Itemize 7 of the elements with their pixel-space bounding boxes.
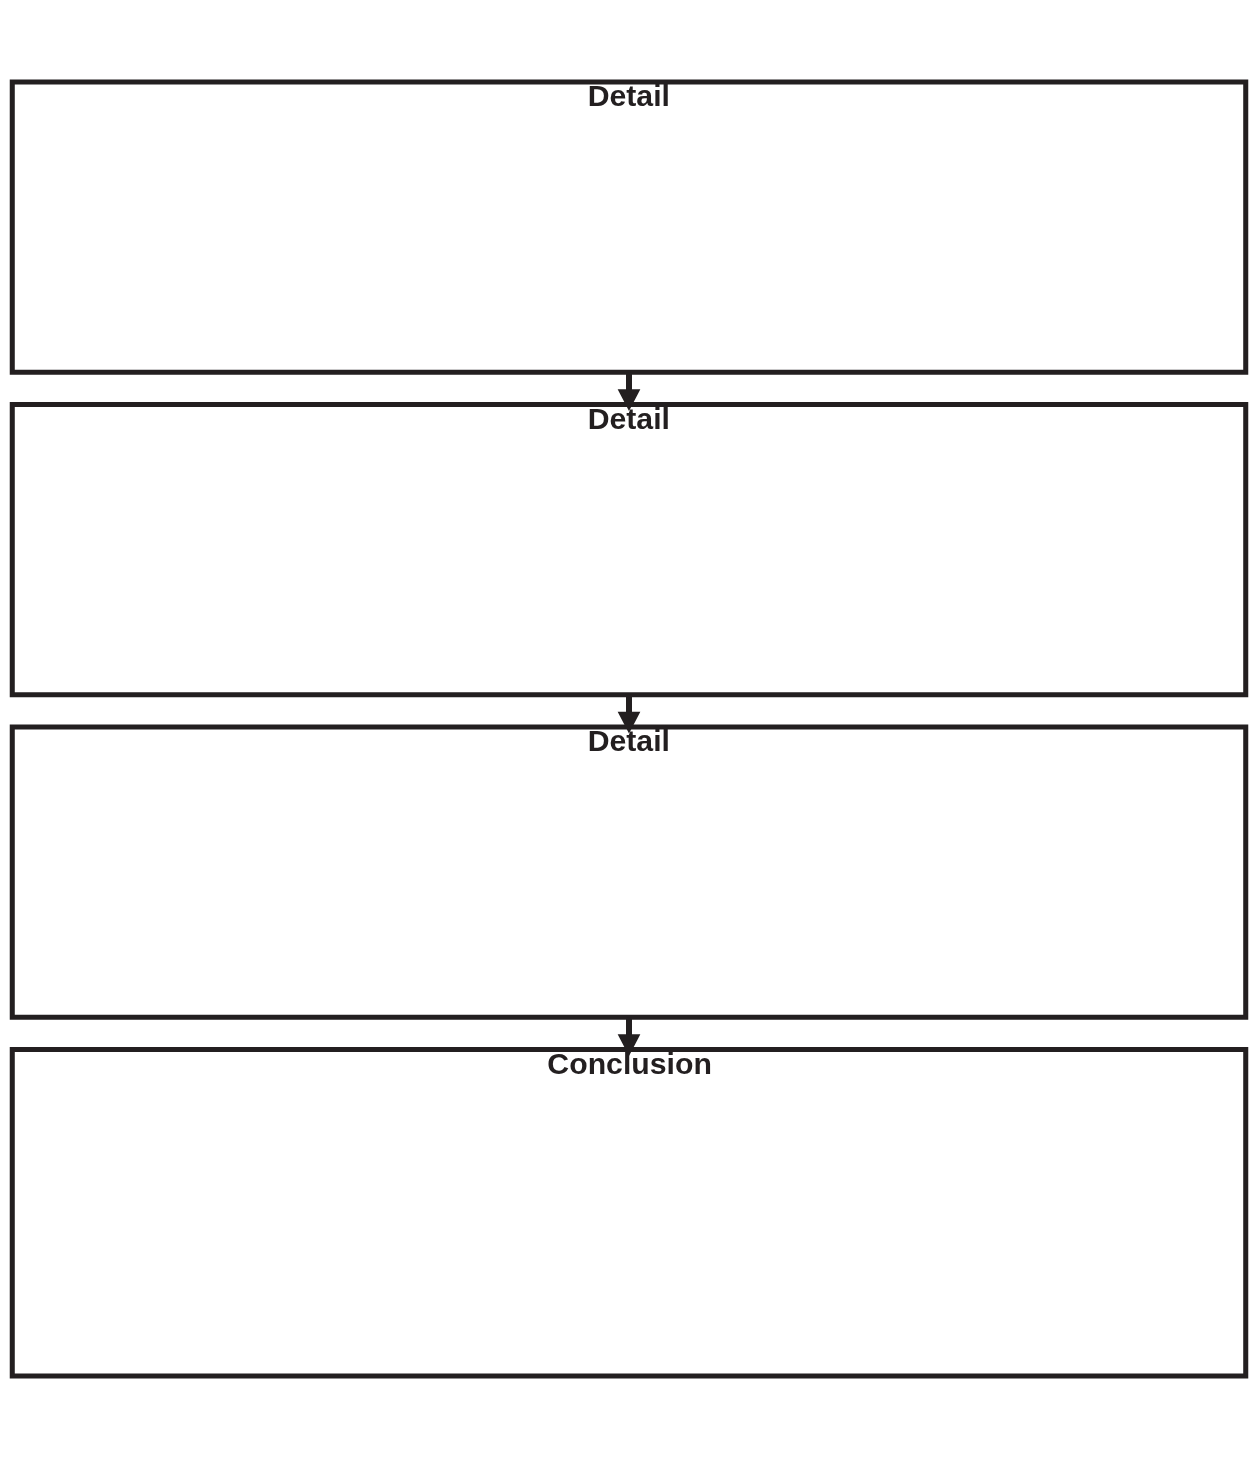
node-box: Detail [9,79,1249,375]
arrow [617,1017,641,1056]
node-box: Conclusion [9,1046,1249,1379]
arrow [617,372,641,411]
arrow [617,694,641,734]
node-box: Detail [9,724,1249,1020]
node-box: Detail [9,402,1249,698]
